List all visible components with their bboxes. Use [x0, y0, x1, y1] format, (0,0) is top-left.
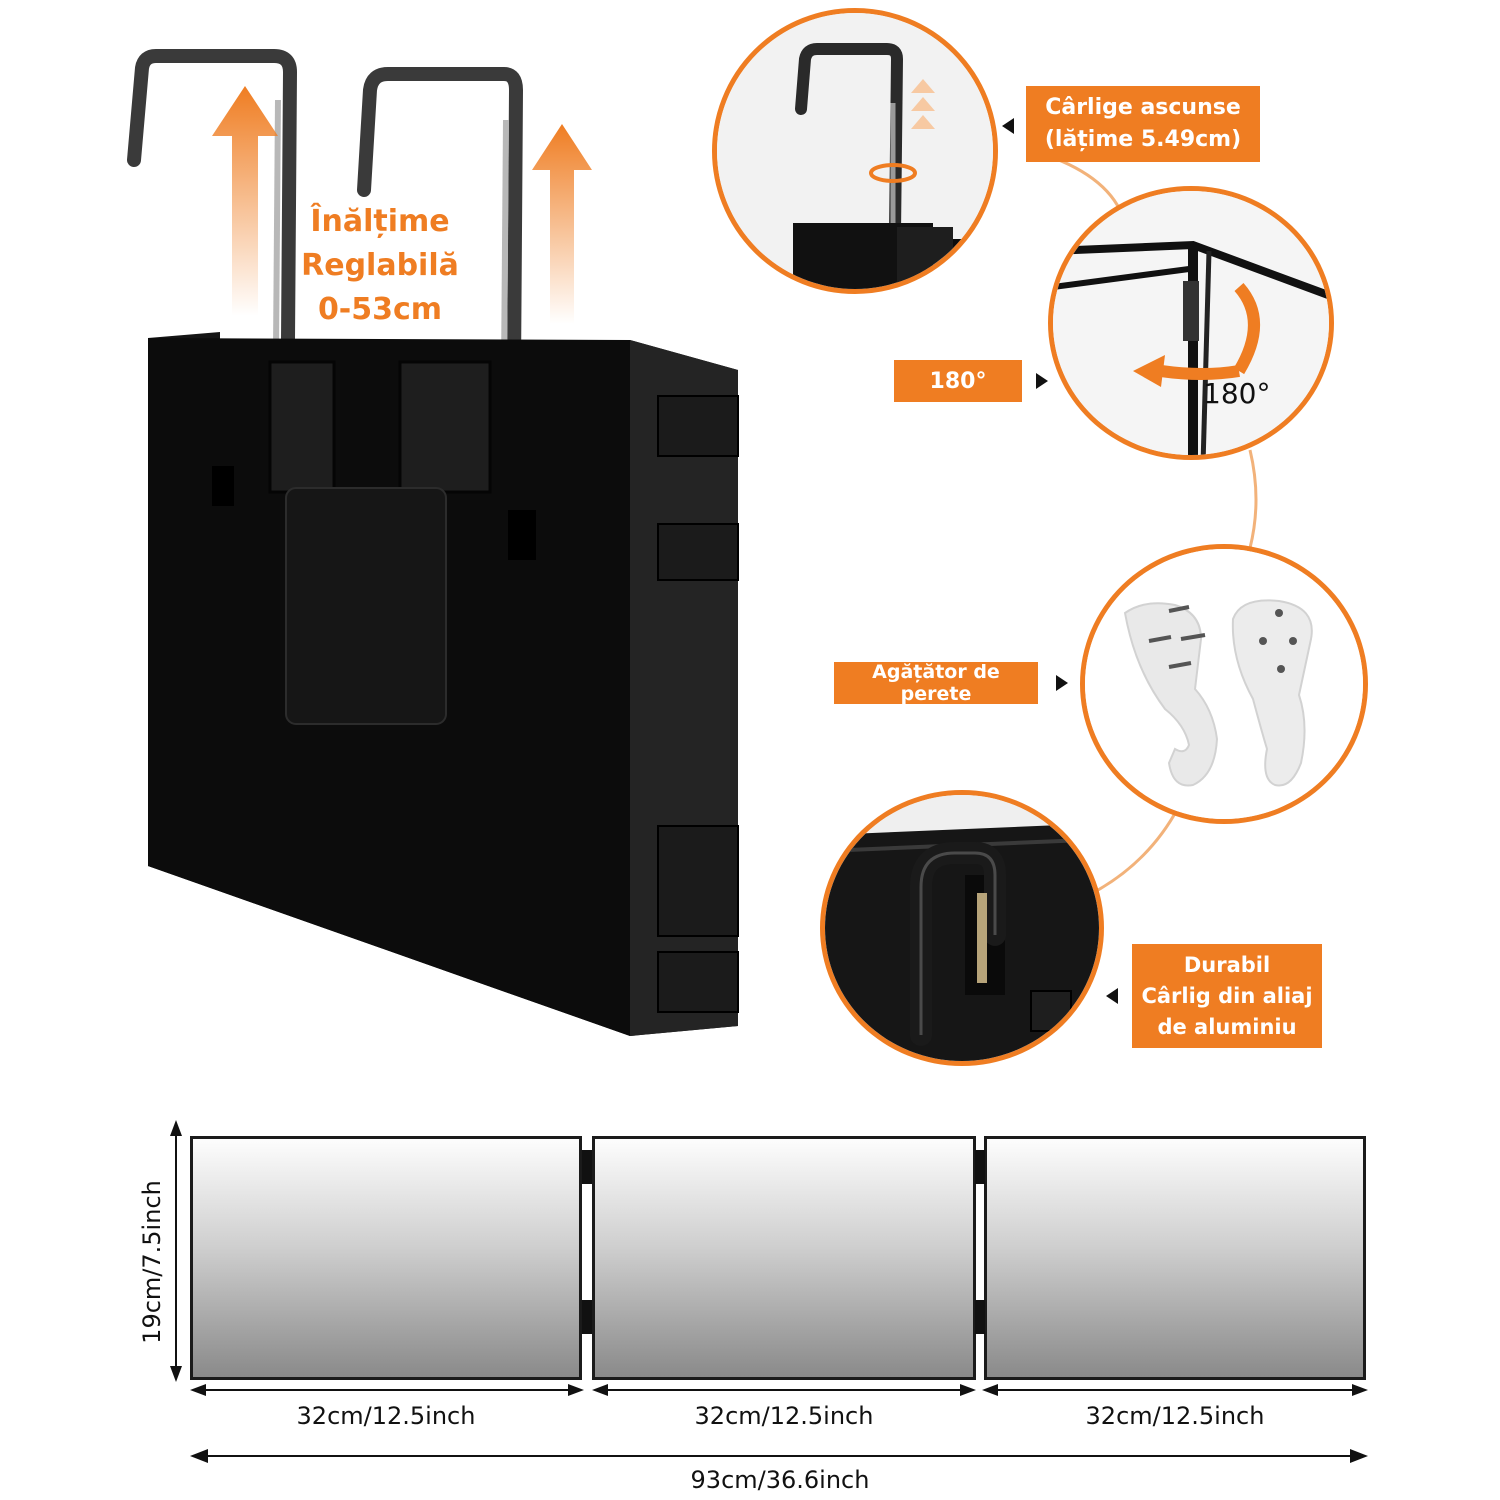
panel-width-center-label: 32cm/12.5inch [694, 1402, 874, 1430]
rotate-arrow-icon [1133, 355, 1165, 387]
hinge-bottom-left [582, 1300, 592, 1334]
panel-width-right-label: 32cm/12.5inch [1085, 1402, 1265, 1430]
hinge-top-right [975, 1150, 985, 1184]
mirror-panel-right [984, 1136, 1366, 1380]
hinge-bottom [657, 951, 739, 1013]
triangle-pointer-icon [1036, 373, 1048, 389]
durable-hook-line-2: Cârlig din aliaj [1141, 983, 1313, 1008]
mirror-panel-left [190, 1136, 582, 1380]
hinge-bottom-right [975, 1300, 985, 1334]
panel-width-left-label: 32cm/12.5inch [296, 1402, 476, 1430]
durable-hook-label: Durabil Cârlig din aliaj de aluminiu [1132, 944, 1322, 1048]
durable-hook-line-1: Durabil [1183, 952, 1271, 977]
triangle-pointer-icon [1106, 988, 1118, 1004]
hidden-hooks-line-2: (lățime 5.49cm) [1044, 127, 1242, 152]
dimension-arrows [170, 1120, 1368, 1463]
durable-hook-photo [825, 795, 1099, 1061]
left-telescopic-rod [273, 99, 281, 351]
rotation-hinge-photo [1053, 191, 1329, 455]
wall-hanger-detail-circle [1080, 544, 1368, 824]
durable-hook-detail-circle [820, 790, 1104, 1066]
triangle-pointer-icon [1056, 675, 1068, 691]
adjustable-height-line-1: Înălțime [310, 204, 450, 239]
slot-right [508, 510, 536, 560]
right-telescopic-rod [501, 119, 509, 371]
hidden-hook-photo [717, 13, 993, 289]
folded-mirror-illustration [127, 49, 739, 1036]
triangle-pointer-icon [1002, 118, 1014, 134]
height-dimension-label: 19cm/7.5inch [138, 1180, 166, 1344]
durable-hook-line-3: de aluminiu [1157, 1014, 1297, 1039]
total-width-label: 93cm/36.6inch [690, 1466, 870, 1494]
up-arrow-icon [532, 124, 592, 324]
left-hook-housing [268, 360, 336, 494]
hinge-top-left [582, 1150, 592, 1184]
hidden-hooks-detail-circle [712, 8, 998, 294]
rotation-label: 180° [894, 360, 1022, 402]
mirror-panel-center [592, 1136, 976, 1380]
hinge-top [657, 395, 739, 457]
back-panel [285, 487, 447, 725]
wall-hanger-label: Agățător de perete [834, 661, 1038, 705]
slot-left [212, 466, 234, 506]
hinge-middle [657, 523, 739, 581]
up-arrow-icon [212, 86, 278, 316]
wall-hanger-photo [1085, 549, 1363, 819]
adjustable-height-line-2: Reglabilă [301, 248, 459, 283]
hidden-hooks-label: Cârlige ascunse (lățime 5.49cm) [1026, 86, 1260, 162]
right-hook [357, 67, 524, 377]
left-hook [127, 49, 298, 347]
hinge-lower [657, 825, 739, 937]
adjustable-height-line-3: 0-53cm [317, 292, 443, 327]
adjustable-height-label: Înălțime Reglabilă 0-53cm [290, 200, 470, 332]
rotation-detail-circle: 180° [1048, 186, 1334, 460]
hidden-hooks-line-1: Cârlige ascunse [1045, 95, 1241, 120]
rotation-inline-label: 180° [1203, 377, 1271, 410]
